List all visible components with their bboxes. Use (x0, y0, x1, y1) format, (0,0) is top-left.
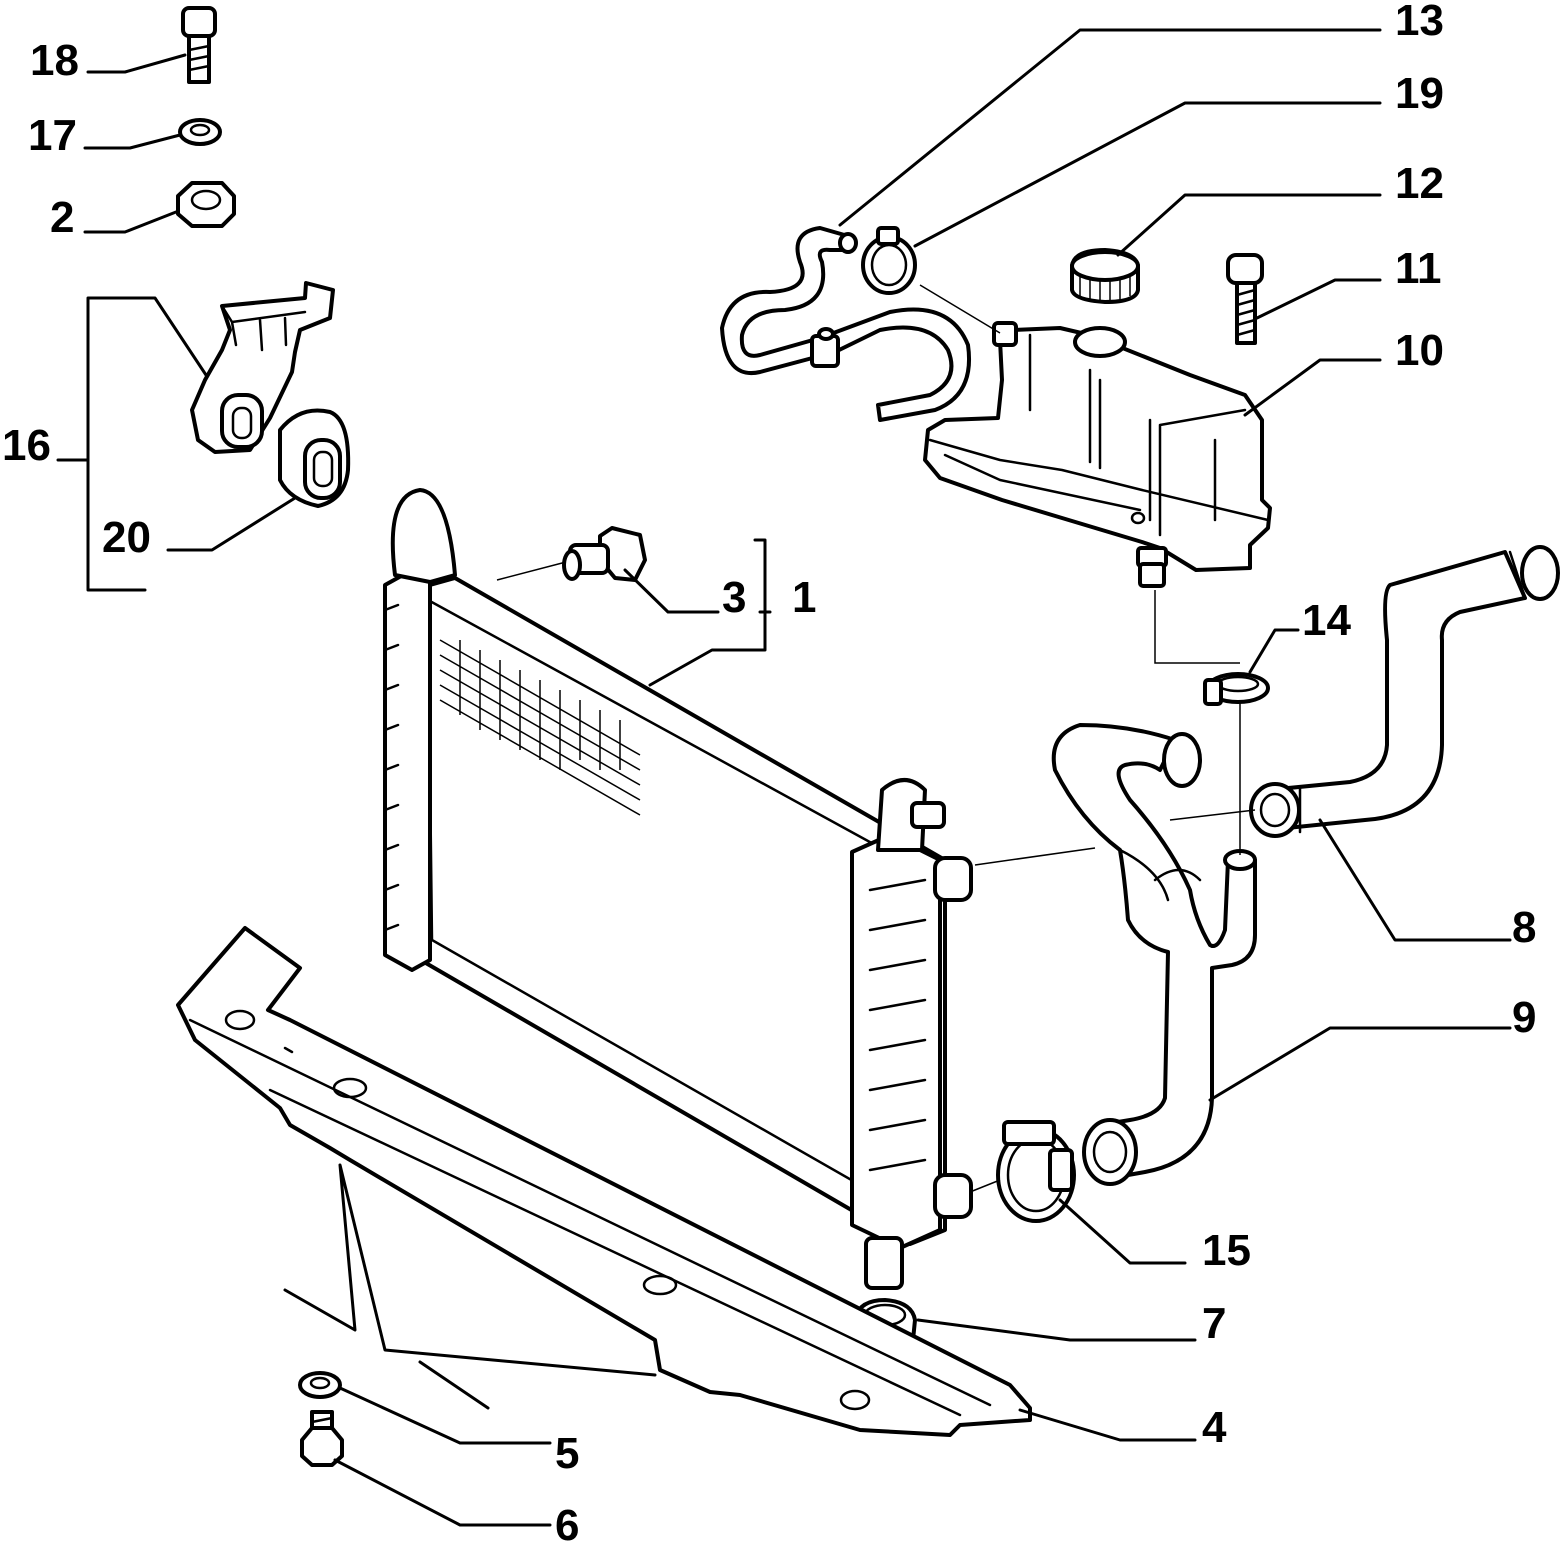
callout-15: 15 (1202, 1226, 1251, 1275)
callout-11: 11 (1395, 244, 1442, 293)
part-19-hose-clamp (861, 226, 917, 295)
part-11-screw (1226, 253, 1264, 345)
part-20-rubber-grommet (278, 408, 351, 508)
leader-lines (56, 28, 1512, 1527)
part-4-lower-crossmember (176, 926, 1032, 1437)
part-15-large-hose-clamp (996, 1120, 1076, 1223)
part-8-upper-radiator-hose (1249, 545, 1560, 838)
callout-17: 17 (28, 111, 77, 160)
callout-2: 2 (50, 193, 74, 242)
part-6-bolt (300, 1410, 344, 1467)
part-9-lower-radiator-hose (1051, 723, 1257, 1186)
callout-14: 14 (1302, 596, 1351, 645)
callout-3: 3 (722, 573, 746, 622)
callout-19: 19 (1395, 69, 1444, 118)
callout-7: 7 (1202, 1299, 1226, 1348)
part-18-bolt (181, 6, 217, 84)
callout-18: 18 (30, 36, 79, 85)
part-16-mounting-bracket (190, 281, 335, 454)
callout-9: 9 (1512, 993, 1536, 1042)
part-13-small-hose (720, 226, 971, 422)
part-10-expansion-tank (923, 321, 1272, 588)
callout-16: 16 (2, 421, 51, 470)
part-14-small-hose-clamp (1203, 672, 1270, 706)
part-12-tank-cap (1070, 248, 1140, 304)
part-17-washer (178, 118, 222, 146)
callout-labels: 18 17 2 16 20 13 19 12 11 10 14 3 1 8 9 … (2, 0, 1536, 1543)
part-1-radiator (383, 488, 973, 1290)
callout-6: 6 (555, 1501, 579, 1543)
part-3-temperature-sensor (562, 526, 647, 582)
callout-20: 20 (102, 513, 151, 562)
callout-8: 8 (1512, 903, 1536, 952)
callout-1: 1 (792, 573, 816, 622)
part-2-nut (176, 181, 236, 228)
callout-12: 12 (1395, 159, 1444, 208)
callout-10: 10 (1395, 326, 1444, 375)
callout-4: 4 (1202, 1403, 1227, 1452)
part-5-washer (298, 1371, 342, 1399)
callout-13: 13 (1395, 0, 1444, 45)
callout-5: 5 (555, 1429, 579, 1478)
